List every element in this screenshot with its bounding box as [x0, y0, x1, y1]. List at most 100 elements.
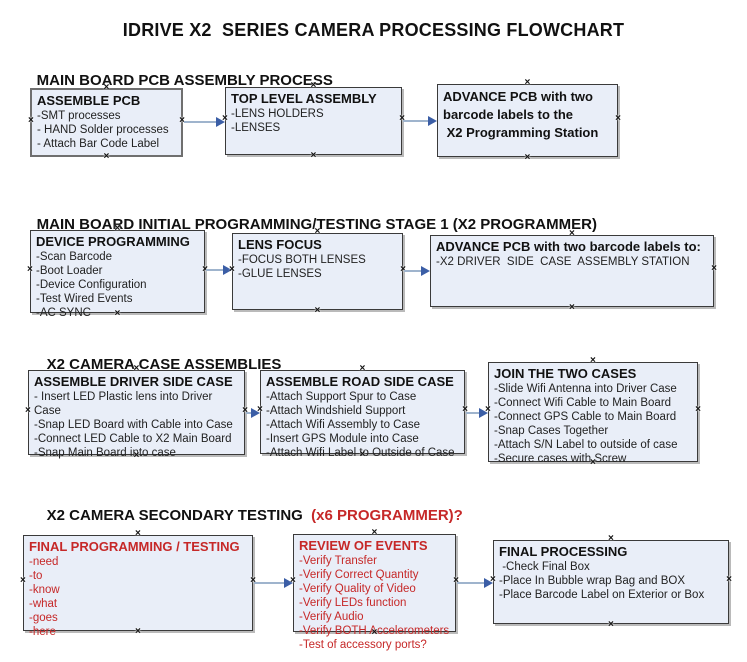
- anchor-x-icon: [590, 357, 596, 365]
- box-item: -Verify LEDs function: [299, 597, 407, 609]
- box-item: -Attach Wifi Label to Outside of Case: [266, 447, 455, 459]
- box-item: -here: [29, 626, 56, 638]
- box-advance-pcb-programming-station: ADVANCE PCB with two barcode labels to t…: [437, 84, 618, 157]
- section-heading-initial-programming: MAIN BOARD INITIAL PROGRAMMING/TESTING S…: [20, 199, 597, 250]
- anchor-x-icon: [608, 621, 614, 629]
- flow-arrow: [206, 265, 232, 275]
- flow-arrow: [457, 578, 493, 588]
- box-item: -Verify Transfer: [299, 555, 377, 567]
- box-top-level-assembly: TOP LEVEL ASSEMBLY -LENS HOLDERS -LENSES: [225, 87, 402, 155]
- box-title: ADVANCE PCB with two barcode labels to:: [436, 239, 701, 254]
- box-item: -Place Barcode Label on Exterior or Box: [499, 589, 705, 601]
- box-item: -Attach Support Spur to Case: [266, 391, 417, 403]
- flow-arrow: [403, 116, 437, 126]
- box-item: -Verify Quality of Video: [299, 583, 416, 595]
- box-item: -Insert GPS Module into Case: [266, 433, 419, 445]
- box-item: -Verify BOTH Accelerometers: [299, 625, 450, 637]
- box-item: -Scan Barcode: [36, 251, 113, 263]
- box-title: LENS FOCUS: [238, 237, 322, 252]
- box-item: -GLUE LENSES: [238, 268, 322, 280]
- box-join-the-two-cases: JOIN THE TWO CASES -Slide Wifi Antenna i…: [488, 362, 701, 465]
- box-item: - HAND Solder processes: [37, 124, 169, 136]
- box-item: -AC SYNC: [36, 307, 91, 319]
- box-item: -to: [29, 570, 43, 582]
- box-item: -Check Final Box: [499, 561, 590, 573]
- box-item: -Verify Audio: [299, 611, 364, 623]
- arrowhead-icon: [223, 265, 232, 275]
- arrowhead-icon: [216, 117, 225, 127]
- box-item: -know: [29, 584, 60, 596]
- box-item: -what: [29, 598, 58, 610]
- arrowhead-icon: [428, 116, 437, 126]
- anchor-x-icon: [608, 535, 614, 543]
- arrowhead-icon: [421, 266, 430, 276]
- box-item: -need: [29, 556, 59, 568]
- box-review-of-events: REVIEW OF EVENTS -Verify Transfer -Verif…: [293, 534, 456, 651]
- anchor-x-icon: [28, 117, 34, 125]
- anchor-x-icon: [525, 79, 531, 87]
- arrowhead-icon: [479, 408, 488, 418]
- box-item: -Attach S/N Label to outside of case: [494, 439, 678, 451]
- box-title: ASSEMBLE PCB: [37, 93, 141, 108]
- anchor-x-icon: [711, 265, 717, 273]
- box-item: -Test of accessory ports?: [299, 639, 427, 651]
- box-title: TOP LEVEL ASSEMBLY: [231, 91, 377, 106]
- anchor-x-icon: [27, 266, 33, 274]
- anchor-x-icon: [315, 307, 321, 315]
- box-item: -Connect LED Cable to X2 Main Board: [34, 433, 232, 445]
- anchor-x-icon: [569, 304, 575, 312]
- box-title: FINAL PROCESSING: [499, 544, 628, 559]
- box-item: - Attach Bar Code Label: [37, 138, 160, 150]
- box-item: -LENSES: [231, 122, 281, 134]
- box-item: -Verify Correct Quantity: [299, 569, 419, 581]
- anchor-x-icon: [360, 365, 366, 373]
- flow-arrow: [404, 266, 430, 276]
- box-title: REVIEW OF EVENTS: [299, 538, 428, 553]
- box-assemble-driver-side-case: ASSEMBLE DRIVER SIDE CASE - Insert LED P…: [25, 370, 245, 459]
- box-lens-focus: LENS FOCUS -FOCUS BOTH LENSES -GLUE LENS…: [232, 233, 403, 310]
- section-heading-pcb-assembly: MAIN BOARD PCB ASSEMBLY PROCESS: [20, 55, 333, 106]
- box-title: ASSEMBLE ROAD SIDE CASE: [266, 374, 454, 389]
- box-item: -FOCUS BOTH LENSES: [238, 254, 366, 266]
- box-assemble-pcb: ASSEMBLE PCB -SMT processes - HAND Solde…: [30, 88, 183, 157]
- box-advance-pcb-driver-side-station: ADVANCE PCB with two barcode labels to: …: [430, 235, 714, 307]
- page-title: IDRIVE X2 SERIES CAMERA PROCESSING FLOWC…: [122, 20, 625, 40]
- section-heading-case-assemblies: X2 CAMERA CASE ASSEMBLIES: [30, 339, 282, 390]
- box-title: DEVICE PROGRAMMING: [36, 234, 190, 249]
- box-item: -Test Wired Events: [36, 293, 133, 305]
- anchor-x-icon: [311, 152, 317, 160]
- box-title: FINAL PROGRAMMING / TESTING: [29, 539, 240, 554]
- section-heading-red-text: (x6 PROGRAMMER)?: [306, 507, 463, 524]
- anchor-x-icon: [695, 406, 701, 414]
- flow-arrow: [246, 408, 260, 418]
- arrowhead-icon: [484, 578, 493, 588]
- box-item: -goes: [29, 612, 58, 624]
- anchor-x-icon: [525, 154, 531, 162]
- anchor-x-icon: [726, 576, 732, 584]
- box-item: -X2 DRIVER SIDE CASE ASSEMBLY STATION: [436, 256, 690, 268]
- anchor-x-icon: [25, 407, 31, 415]
- box-title: ASSEMBLE DRIVER SIDE CASE: [34, 374, 233, 389]
- box-item: -Attach Wifi Assembly to Case: [266, 419, 421, 431]
- box-item: -Snap LED Board with Cable into Case: [34, 419, 233, 431]
- box-item: -SMT processes: [37, 110, 121, 122]
- box-item: -Device Configuration: [36, 279, 147, 291]
- box-item: -Connect Wifi Cable to Main Board: [494, 397, 672, 409]
- box-item: -Secure cases with Screw: [494, 453, 627, 465]
- section-heading-text: MAIN BOARD PCB ASSEMBLY PROCESS: [36, 72, 333, 89]
- flow-arrow: [466, 408, 488, 418]
- arrowhead-icon: [251, 408, 260, 418]
- box-device-programming: DEVICE PROGRAMMING -Scan Barcode -Boot L…: [27, 230, 205, 319]
- box-item: - Insert LED Plastic lens into Driver Ca…: [34, 391, 216, 417]
- anchor-x-icon: [104, 153, 110, 161]
- box-title: ADVANCE PCB with two barcode labels to t…: [443, 89, 599, 140]
- flow-arrow: [254, 578, 293, 588]
- box-title: JOIN THE TWO CASES: [494, 366, 637, 381]
- section-heading-text: X2 CAMERA CASE ASSEMBLIES: [46, 356, 282, 373]
- box-item: -Slide Wifi Antenna into Driver Case: [494, 383, 677, 395]
- box-final-processing: FINAL PROCESSING -Check Final Box -Place…: [493, 540, 729, 624]
- box-item: -Snap Main Board into case: [34, 447, 176, 459]
- box-assemble-road-side-case: ASSEMBLE ROAD SIDE CASE -Attach Support …: [260, 370, 465, 459]
- section-heading-text: MAIN BOARD INITIAL PROGRAMMING/TESTING S…: [36, 216, 597, 233]
